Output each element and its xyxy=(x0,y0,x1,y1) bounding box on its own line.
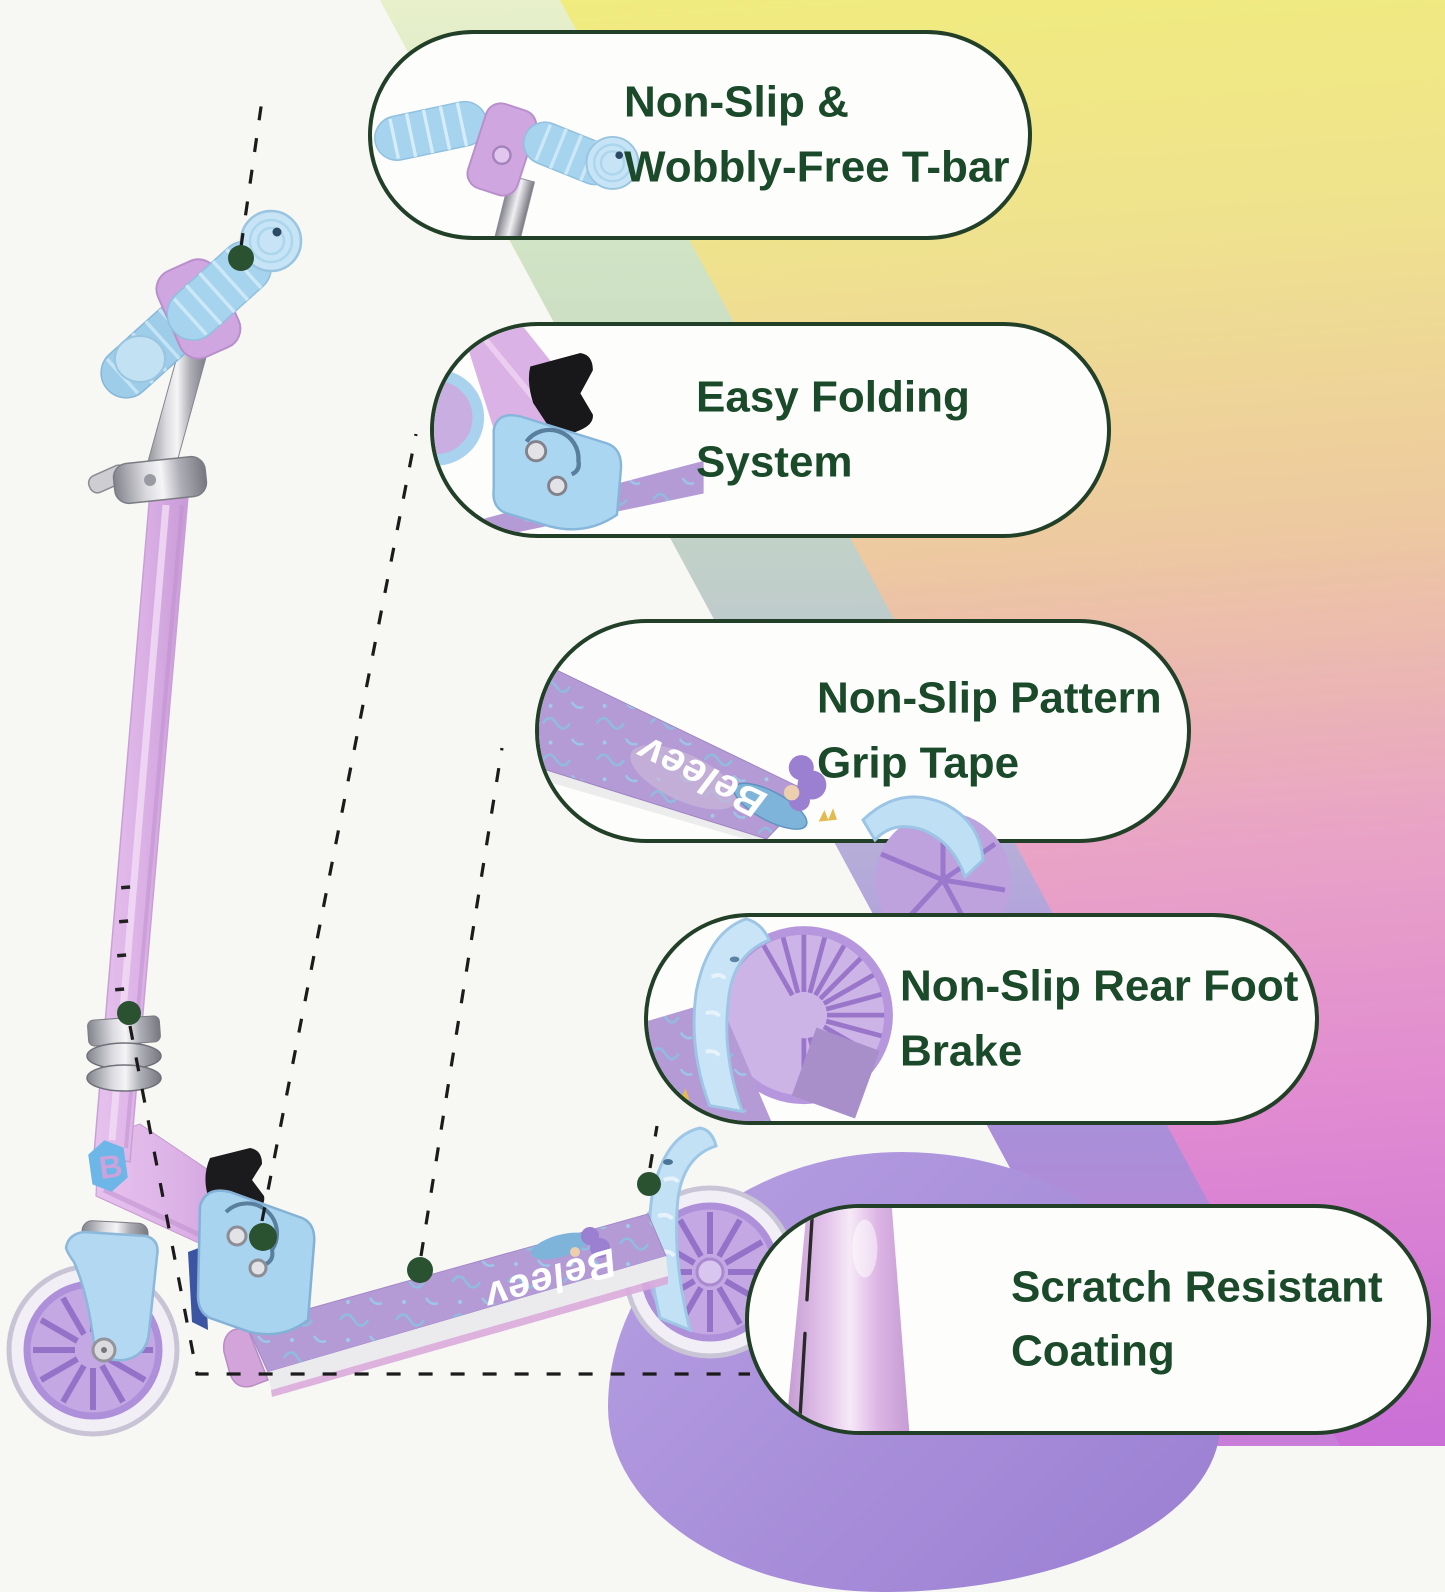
callout-line: Non-Slip Pattern xyxy=(817,673,1162,723)
callout-rear-brake: Non-Slip Rear Foot Brake xyxy=(644,913,1319,1125)
marker-deck-grip-tape xyxy=(407,1257,433,1283)
callout-line: Grip Tape xyxy=(817,738,1020,787)
scooter-illustration: Beleev xyxy=(6,99,797,1437)
tbar-handlebar xyxy=(100,209,303,399)
callout-coating: Scratch Resistant Coating xyxy=(745,1204,1431,1435)
marker-folding-hinge xyxy=(249,1223,277,1251)
marker-tbar-grip xyxy=(228,245,254,271)
brand-logo-hexagon: B xyxy=(88,1140,128,1192)
callout-line: Non-Slip Rear Foot xyxy=(900,961,1299,1011)
callout-folding: Easy Folding System xyxy=(430,322,1111,538)
connector-brake xyxy=(648,1125,659,1169)
callout-line: Coating xyxy=(1011,1326,1175,1376)
callout-line: Non-Slip & xyxy=(624,77,849,127)
left-grip-endcap xyxy=(114,335,166,383)
callout-line: System xyxy=(696,437,853,486)
connector-lines xyxy=(128,99,750,1376)
feature-markers xyxy=(117,245,661,1283)
height-adjust-marks xyxy=(115,885,131,992)
callout-rear-brake-label: Non-Slip Rear Foot Brake xyxy=(900,954,1298,1083)
grip-tape-photo-spill xyxy=(861,795,1011,934)
callout-tbar: Non-Slip & Wobbly-Free T-bar xyxy=(368,30,1032,240)
brake-photo xyxy=(648,917,893,1121)
connector-coating-fold-ghost xyxy=(128,1025,750,1376)
callout-grip-tape: Beleev Non-Slip Pattern Grip Tape xyxy=(535,619,1191,843)
tube-photo xyxy=(785,1208,910,1431)
marker-scratch-coating-stem xyxy=(117,1001,141,1025)
callout-grip-tape-label: Non-Slip Pattern Grip Tape xyxy=(817,666,1162,795)
callout-line: Scratch Resistant xyxy=(1011,1261,1383,1311)
callout-coating-label: Scratch Resistant Coating xyxy=(1011,1255,1383,1384)
callout-line: Easy Folding xyxy=(696,372,970,422)
folding-photo xyxy=(434,326,704,534)
upper-tube-and-clamp xyxy=(87,345,209,505)
callout-line: Wobbly-Free T-bar xyxy=(624,142,1010,191)
callout-line: Brake xyxy=(900,1026,1023,1075)
tbar-photo xyxy=(374,100,640,236)
callout-folding-label: Easy Folding System xyxy=(696,365,970,494)
front-fork xyxy=(64,1220,159,1363)
deck-photo: Beleev xyxy=(539,661,837,839)
connector-grip-tape xyxy=(419,747,504,1257)
deck: Beleev xyxy=(222,1213,668,1397)
folding-mechanism xyxy=(95,1123,316,1336)
brand-logo-letter: B xyxy=(97,1147,125,1186)
marker-rear-foot-brake xyxy=(637,1172,661,1196)
connector-tbar xyxy=(239,99,264,248)
callout-tbar-label: Non-Slip & Wobbly-Free T-bar xyxy=(624,70,1009,199)
stem: B xyxy=(86,491,189,1192)
connector-folding xyxy=(260,433,418,1222)
